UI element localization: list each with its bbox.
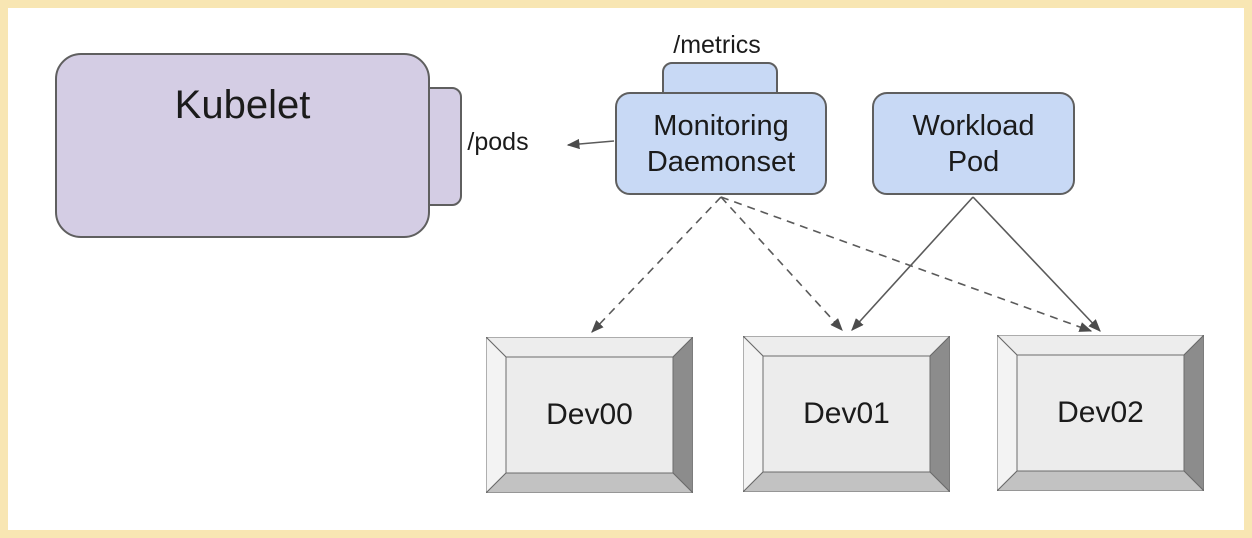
device-dev00: Dev00 bbox=[484, 335, 695, 495]
device-3d-frame bbox=[741, 334, 952, 494]
workload-pod-label: Workload Pod bbox=[912, 109, 1035, 178]
device-dev01-label: Dev01 bbox=[803, 397, 890, 430]
pods-endpoint-label: /pods bbox=[467, 128, 529, 156]
metrics-endpoint-label: /metrics bbox=[673, 31, 761, 59]
workload-pod-node: Workload Pod bbox=[872, 92, 1075, 195]
device-dev00-label: Dev00 bbox=[546, 398, 633, 431]
device-dev01: Dev01 bbox=[741, 334, 952, 494]
kubelet-label: Kubelet bbox=[174, 83, 311, 127]
device-dev02-label: Dev02 bbox=[1057, 396, 1144, 429]
device-dev02: Dev02 bbox=[995, 333, 1206, 493]
device-3d-frame bbox=[995, 333, 1206, 493]
monitoring-daemonset-label: Monitoring Daemonset bbox=[646, 109, 796, 178]
monitoring-daemonset-node: Monitoring Daemonset bbox=[615, 92, 827, 195]
device-3d-frame bbox=[484, 335, 695, 495]
kubelet-node: Kubelet bbox=[55, 53, 430, 238]
